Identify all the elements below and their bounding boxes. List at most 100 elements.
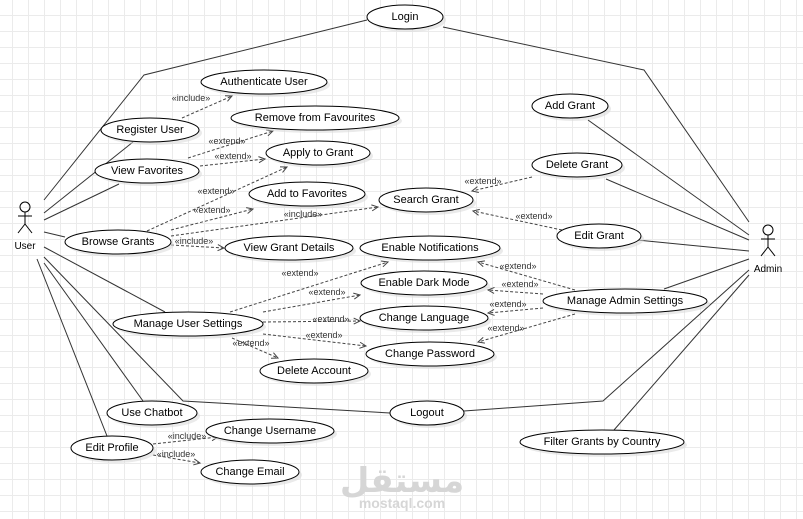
use-case-ellipse[interactable] <box>259 358 369 384</box>
use-case-ellipse[interactable] <box>359 235 501 261</box>
watermark-latin: mostaql.com <box>359 495 445 511</box>
use-case-label: Manage User Settings <box>134 318 243 330</box>
dependency-edit_grant-search_grant: «extend» <box>471 208 563 231</box>
association-admin-login <box>442 26 750 223</box>
actor-user[interactable]: User <box>14 201 36 252</box>
use-case-label: Enable Dark Mode <box>378 277 469 289</box>
use-case-change-password[interactable]: Change Password <box>365 341 497 369</box>
stereotype-label: «extend» <box>515 211 552 221</box>
use-case-label: Change Username <box>224 425 316 437</box>
use-case-ellipse[interactable] <box>70 435 154 461</box>
use-case-ellipse[interactable] <box>205 418 335 444</box>
use-case-view-grant-details[interactable]: View Grant Details <box>224 235 356 263</box>
use-case-delete-grant[interactable]: Delete Grant <box>531 152 625 180</box>
use-case-ellipse[interactable] <box>64 229 172 255</box>
stereotype-label: «include» <box>172 93 211 103</box>
use-case-ellipse[interactable] <box>360 270 488 296</box>
use-case-browse-grants[interactable]: Browse Grants <box>64 229 174 257</box>
stereotype-label: «include» <box>175 236 214 246</box>
watermark: مستقل mostaql.com <box>340 461 464 511</box>
use-case-edit-grant[interactable]: Edit Grant <box>556 223 644 251</box>
use-case-ellipse[interactable] <box>112 311 264 337</box>
dependency-manage_admin_settings-change_language: «extend» <box>486 299 544 316</box>
open-arrow-icon <box>224 95 234 102</box>
association-admin-delete_grant <box>605 178 750 241</box>
use-case-search-grant[interactable]: Search Grant <box>378 187 476 215</box>
use-case-delete-account[interactable]: Delete Account <box>259 358 371 386</box>
stereotype-label: «include» <box>157 449 196 459</box>
use-case-use-chatbot[interactable]: Use Chatbot <box>106 400 200 428</box>
use-case-ellipse[interactable] <box>94 158 200 184</box>
use-case-login[interactable]: Login <box>366 4 446 32</box>
use-case-ellipse[interactable] <box>100 117 200 143</box>
use-case-ellipse[interactable] <box>378 187 474 213</box>
use-case-change-username[interactable]: Change Username <box>205 418 337 446</box>
use-case-remove-fav[interactable]: Remove from Favourites <box>230 105 402 133</box>
dependency-line <box>477 313 576 343</box>
use-case-ellipse[interactable] <box>106 400 198 426</box>
use-case-enable-dark-mode[interactable]: Enable Dark Mode <box>360 270 490 298</box>
watermark-arabic: مستقل <box>340 461 464 501</box>
actor-admin[interactable]: Admin <box>754 224 782 275</box>
use-case-ellipse[interactable] <box>542 288 708 314</box>
use-case-ellipse[interactable] <box>531 93 609 119</box>
use-case-logout[interactable]: Logout <box>389 400 467 428</box>
dependency-line <box>262 333 367 347</box>
association-user-view_favorites <box>43 183 120 221</box>
open-arrow-icon <box>381 260 390 268</box>
use-case-ellipse[interactable] <box>519 429 685 455</box>
dependency-register_user-authenticate_user: «include» <box>172 93 234 119</box>
use-case-change-email[interactable]: Change Email <box>200 459 302 487</box>
open-arrow-icon <box>246 207 255 214</box>
associations <box>36 19 750 437</box>
use-case-ellipse[interactable] <box>224 235 354 261</box>
association-user-edit_profile <box>36 258 108 437</box>
use-case-label: Change Language <box>379 312 470 324</box>
use-case-manage-admin-settings[interactable]: Manage Admin Settings <box>542 288 710 316</box>
use-case-add-grant[interactable]: Add Grant <box>531 93 611 121</box>
association-user-logout <box>43 256 391 414</box>
use-case-label: Delete Account <box>277 365 351 377</box>
dependency-manage_user_settings-enable_dark_mode: «extend» <box>262 287 362 313</box>
use-case-edit-profile[interactable]: Edit Profile <box>70 435 156 463</box>
use-case-ellipse[interactable] <box>265 140 371 166</box>
use-case-ellipse[interactable] <box>230 105 400 131</box>
association-admin-edit_grant <box>636 239 750 252</box>
stick-figure-icon <box>760 224 776 257</box>
stereotype-label: «extend» <box>232 338 269 348</box>
dependency-delete_grant-search_grant: «extend» <box>464 176 533 194</box>
use-case-ellipse[interactable] <box>248 181 366 207</box>
open-arrow-icon <box>258 156 267 164</box>
use-case-label: View Grant Details <box>244 242 335 254</box>
stereotype-label: «extend» <box>305 330 342 340</box>
use-case-register-user[interactable]: Register User <box>100 117 202 145</box>
use-case-ellipse[interactable] <box>359 305 489 331</box>
association-admin-add_grant <box>587 119 750 236</box>
use-case-ellipse[interactable] <box>366 4 444 30</box>
dependency-line <box>487 307 544 314</box>
dependency-line <box>471 176 533 192</box>
use-case-ellipse[interactable] <box>200 459 300 485</box>
dependency-view_favorites-apply_grant: «extend» <box>199 151 267 167</box>
use-case-authenticate-user[interactable]: Authenticate User <box>200 69 330 97</box>
dependency-line <box>229 261 389 313</box>
use-case-ellipse[interactable] <box>389 400 465 426</box>
use-case-filter-country[interactable]: Filter Grants by Country <box>519 429 687 457</box>
stereotype-label: «extend» <box>499 261 536 271</box>
use-case-view-favorites[interactable]: View Favorites <box>94 158 202 186</box>
use-case-change-language[interactable]: Change Language <box>359 305 491 333</box>
use-case-enable-notifications[interactable]: Enable Notifications <box>359 235 503 263</box>
dependency-line <box>262 294 361 313</box>
use-case-add-favorites[interactable]: Add to Favorites <box>248 181 368 209</box>
dependency-line <box>170 208 254 231</box>
dependency-line <box>487 289 544 295</box>
use-case-manage-user-settings[interactable]: Manage User Settings <box>112 311 266 339</box>
dependency-line <box>152 454 201 464</box>
use-case-ellipse[interactable] <box>200 69 328 95</box>
use-case-ellipse[interactable] <box>365 341 495 367</box>
use-case-label: Register User <box>116 124 184 136</box>
use-case-ellipse[interactable] <box>531 152 623 178</box>
use-case-apply-grant[interactable]: Apply to Grant <box>265 140 373 168</box>
use-case-ellipse[interactable] <box>556 223 642 249</box>
